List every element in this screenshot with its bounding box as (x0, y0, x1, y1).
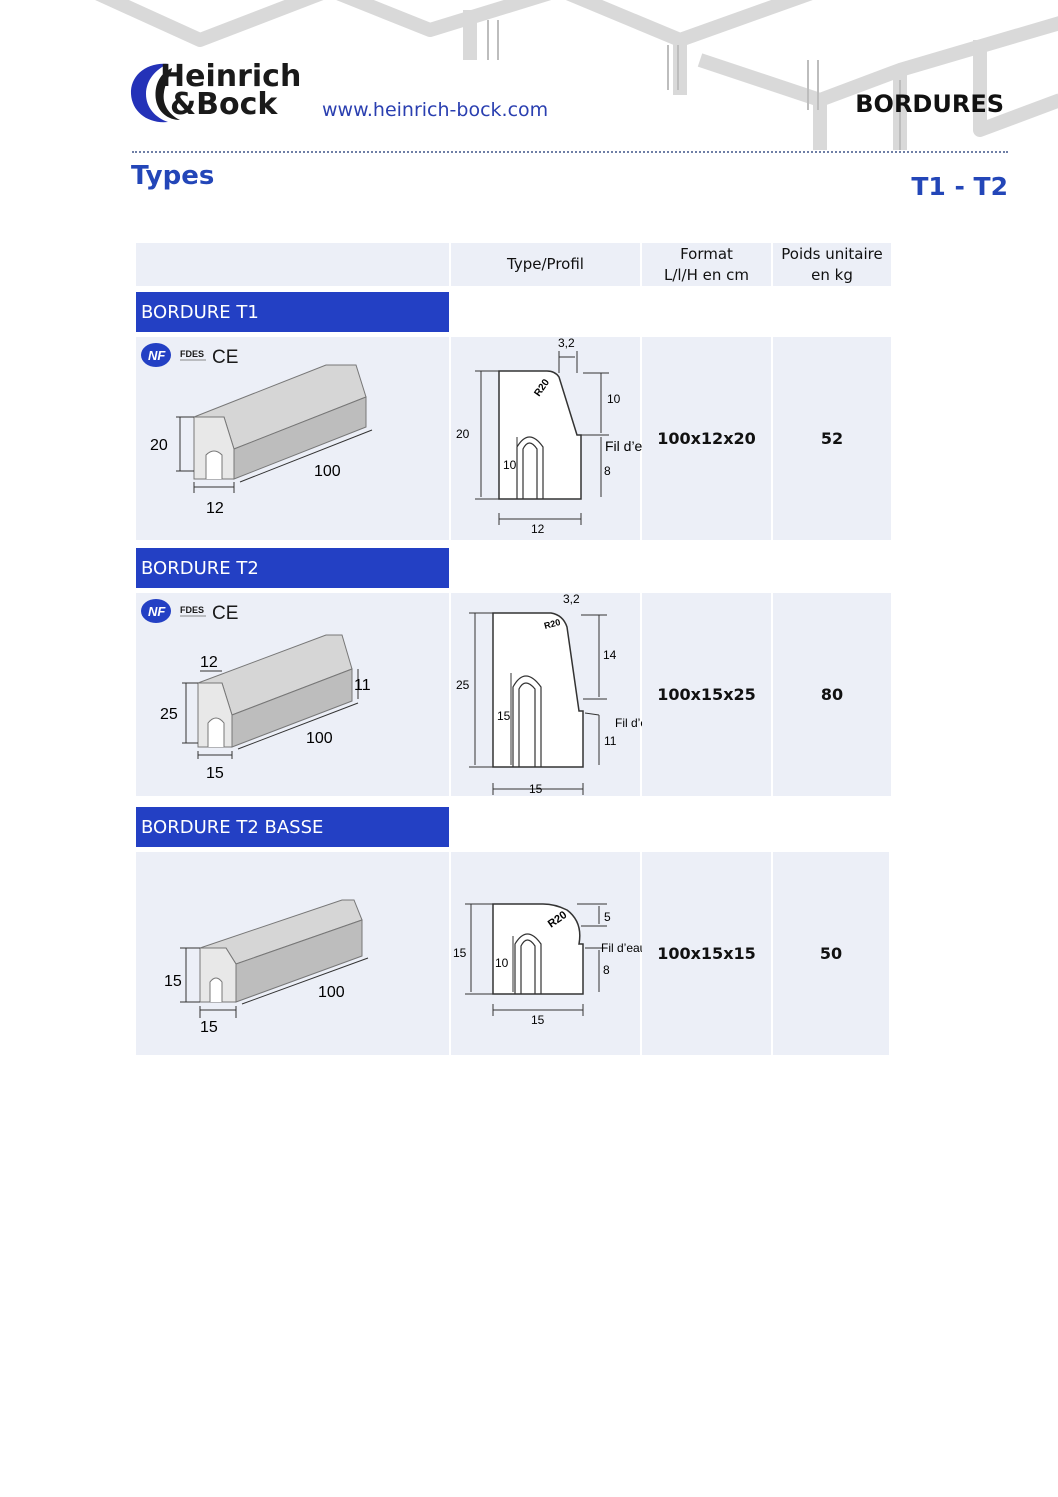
profile-base: 12 (531, 522, 545, 536)
iso-width: 15 (200, 1019, 218, 1036)
profile-total: 20 (456, 427, 470, 441)
cert-logos: NF FDES CE (141, 599, 238, 624)
product-drawing-t1: NF FDES CE 20 12 100 (141, 343, 373, 517)
header-weight-line1: Poids unitaire (781, 244, 883, 263)
header-divider (132, 151, 1008, 153)
format-value-t2-basse: 100x15x15 (657, 944, 756, 963)
range-title: T1 - T2 (911, 172, 1008, 201)
brand-line2: &Bock (170, 87, 278, 122)
iso-width: 12 (206, 500, 224, 517)
page-title: Types (131, 161, 215, 191)
profile-base: 15 (531, 1013, 545, 1027)
profile-drawing-t1: 3,2 R20 10 20 Fil d’eau 10 8 12 (456, 336, 658, 536)
profile-top: 3,2 (558, 337, 575, 350)
iso-length: 100 (314, 463, 341, 480)
weight-cell-t2-basse: 50 (773, 852, 889, 1055)
iso-height: 15 (164, 973, 182, 990)
format-cell-t2: 100x15x25 (642, 593, 771, 796)
profile-lower: 8 (604, 464, 611, 478)
product-drawing-t2: NF FDES CE 25 12 11 15 100 (141, 599, 371, 782)
product-image-cell-t1: NF FDES CE 20 12 100 (136, 337, 449, 540)
profile-top: 3,2 (563, 593, 580, 606)
brand-line1: Heinrich (160, 59, 302, 94)
weight-value-t2-basse: 50 (819, 944, 843, 963)
header-format-line2: L/l/H en cm (663, 265, 750, 284)
profile-upper: 14 (603, 648, 617, 662)
profile-upper: 5 (604, 910, 611, 924)
profile-cell-t1: 3,2 R20 10 20 Fil d’eau 10 8 12 (451, 336, 658, 540)
product-band-t2-basse: BORDURE T2 BASSE (136, 807, 449, 847)
cert-nf: NF (148, 604, 166, 619)
weight-value-t1: 52 (820, 429, 844, 448)
weight-value-t2: 80 (820, 685, 844, 704)
profile-upper: 10 (607, 392, 621, 406)
profile-inner: 10 (503, 458, 517, 472)
format-cell-t2-basse: 100x15x15 (642, 852, 771, 1055)
cert-fdes: FDES (180, 349, 204, 359)
cert-ce: CE (212, 347, 238, 368)
iso-height: 25 (160, 706, 178, 723)
cert-ce: CE (212, 603, 238, 624)
curb-iso-t2-basse (199, 899, 363, 1003)
cert-fdes: FDES (180, 605, 204, 615)
iso-side: 11 (354, 677, 371, 694)
profile-water-line: Fil d’eau (601, 941, 646, 955)
profile-cell-t2-basse: R20 5 15 Fil d’eau 10 8 15 (451, 852, 646, 1055)
profile-lower: 8 (603, 963, 610, 977)
iso-length: 100 (318, 984, 345, 1001)
profile-drawing-t2-basse: R20 5 15 Fil d’eau 10 8 15 (453, 903, 646, 1027)
header-profile: Type/Profil (451, 243, 640, 286)
header-profile-label: Type/Profil (507, 255, 584, 273)
section-title: BORDURES (855, 90, 1004, 118)
iso-height: 20 (150, 437, 168, 454)
profile-total: 25 (456, 678, 470, 692)
weight-cell-t1: 52 (773, 337, 891, 540)
nf-logo (141, 343, 171, 367)
profile-radius: R20 (543, 617, 562, 631)
profile-inner: 15 (497, 709, 511, 723)
profile-drawing-t2: 3,2 R20 14 25 15 Fil d’eau 11 15 (456, 592, 660, 796)
format-value-t1: 100x12x20 (657, 429, 756, 448)
product-band-t1: BORDURE T1 (136, 292, 449, 332)
header-weight: Poids unitaire en kg (773, 243, 891, 286)
product-image-cell-t2-basse: 15 15 100 (136, 852, 449, 1055)
weight-cell-t2: 80 (773, 593, 891, 796)
website-link[interactable]: www.heinrich-bock.com (322, 99, 549, 121)
logo-mark (130, 63, 180, 123)
nf-logo (141, 599, 171, 623)
header-weight-line2: en kg (811, 265, 853, 284)
table-header-empty (136, 243, 449, 286)
curb-iso-t2 (197, 634, 353, 748)
iso-width: 15 (206, 765, 224, 782)
iso-length: 100 (306, 730, 333, 747)
header-format: Format L/l/H en cm (642, 243, 771, 286)
format-value-t2: 100x15x25 (657, 685, 756, 704)
curb-iso-t1 (193, 364, 367, 480)
product-band-t2: BORDURE T2 (136, 548, 449, 588)
logo: Heinrich &Bock (128, 60, 308, 130)
profile-lower: 11 (604, 734, 617, 748)
background-pattern (95, 0, 1058, 150)
profile-cell-t2: 3,2 R20 14 25 15 Fil d’eau 11 15 (451, 592, 660, 796)
cert-nf: NF (148, 348, 166, 363)
profile-total: 15 (453, 946, 467, 960)
profile-base: 15 (529, 782, 543, 796)
profile-inner: 10 (495, 956, 509, 970)
header-format-line1: Format (680, 244, 733, 263)
format-cell-t1: 100x12x20 (642, 337, 771, 540)
cert-logos: NF FDES CE (141, 343, 238, 368)
iso-top: 12 (200, 654, 218, 671)
product-drawing-t2-basse: 15 15 100 (164, 899, 369, 1036)
product-image-cell-t2: NF FDES CE 25 12 11 15 100 (136, 593, 449, 796)
